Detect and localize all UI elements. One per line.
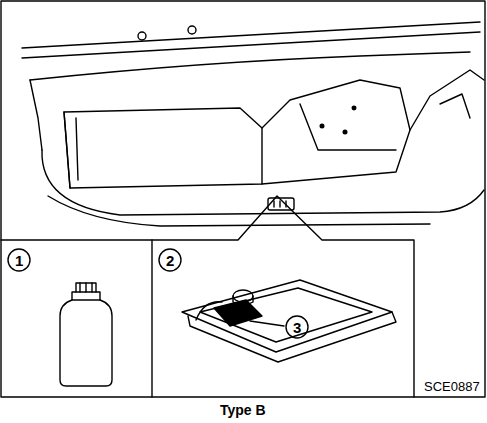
tray [182,280,392,352]
bottle-cap [72,292,100,300]
side-trim [410,70,484,130]
caption: Type B [220,403,266,417]
inset-divider [151,240,152,397]
floor-edge [42,150,484,215]
tray-unit [214,300,262,326]
callout-number: 1 [15,253,23,268]
bottle-body [60,300,112,386]
tray [200,288,372,342]
side-wall [30,80,42,150]
floor-edge [48,196,430,226]
bottle-cap [76,283,96,292]
figure-code: SCE0887 [424,380,480,393]
hose [196,302,222,320]
compartment [262,80,410,184]
deck-edge [30,52,470,80]
bolt [188,26,196,34]
callout-number: 3 [293,320,301,335]
bolt [138,32,146,40]
callout-number: 2 [166,253,174,268]
storage-box [64,112,70,188]
side-trim [440,94,470,118]
callout-circle [159,249,181,271]
storage-box [64,108,262,188]
compartment [300,104,396,150]
callout-circle [8,249,30,271]
leader-line [250,321,284,326]
storage-box [76,118,78,180]
deck-edge [22,22,480,48]
bottle-cap [80,283,92,292]
figure-frame [1,1,485,397]
inset-border [1,196,414,397]
callout-circle [286,316,308,338]
